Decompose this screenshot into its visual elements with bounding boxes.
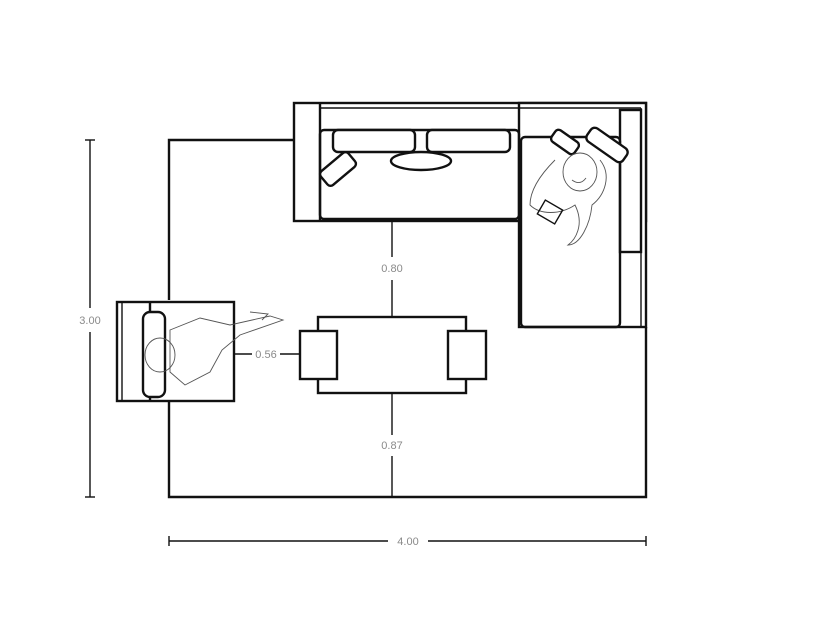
dimension-label: 0.56	[255, 349, 276, 361]
dimension-table-to-wall: 0.87	[381, 393, 403, 497]
dimension-label: 4.00	[397, 536, 418, 548]
pillow	[389, 150, 453, 172]
person-reading-icon	[529, 152, 607, 246]
dimension-label: 0.80	[381, 263, 402, 275]
sectional-sofa[interactable]	[292, 101, 648, 329]
dimension-chair-to-table: 0.56	[234, 349, 300, 361]
back-cushion	[425, 128, 512, 154]
dimension-label: 0.87	[381, 440, 402, 452]
armchair[interactable]	[115, 300, 285, 403]
dimension-label: 3.00	[79, 315, 100, 327]
pillow	[585, 126, 629, 164]
dimension-room-width: 4.00	[168, 536, 647, 548]
dimension-room-depth: 3.00	[79, 139, 101, 498]
person-seated-icon	[144, 311, 285, 386]
room-outline	[167, 138, 648, 499]
ottoman-left[interactable]	[298, 329, 339, 381]
pillow	[549, 128, 581, 156]
back-cushion	[331, 128, 417, 154]
ottoman-right[interactable]	[446, 329, 488, 381]
dimension-sofa-to-table: 0.80	[381, 221, 403, 317]
pillow	[318, 150, 358, 188]
coffee-table[interactable]	[316, 315, 468, 395]
